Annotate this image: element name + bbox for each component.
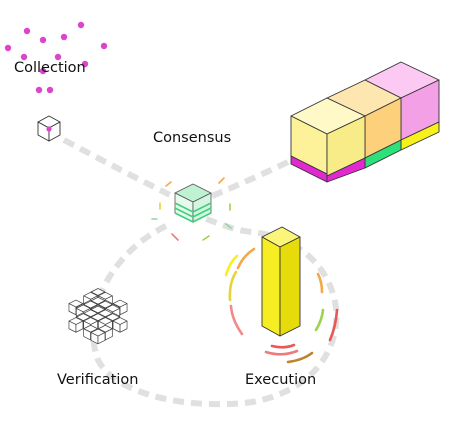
- collection-dot: [60, 33, 68, 41]
- execution-arc: [286, 351, 314, 364]
- collection-dot: [54, 53, 62, 61]
- consensus-spark: [225, 223, 232, 229]
- collection-dot: [77, 21, 85, 29]
- verification-cube: [90, 328, 106, 345]
- flow-path-consensus-chain: [210, 157, 294, 199]
- execution-arc: [328, 308, 339, 342]
- collection-cube-right: [48, 121, 61, 142]
- execution-arc: [224, 254, 239, 277]
- execution-arc: [270, 343, 296, 349]
- execution-arc: [264, 349, 299, 356]
- stage-label-verification: Verification: [57, 372, 139, 388]
- consensus-layer-1: [174, 202, 212, 213]
- block-chain-icon: [290, 61, 440, 183]
- collection-dot: [20, 53, 28, 61]
- stage-label-execution: Execution: [245, 372, 317, 388]
- collection-dot: [23, 27, 31, 35]
- execution-bar-left: [261, 236, 281, 337]
- collection-dot: [35, 86, 43, 94]
- collection-dot: [46, 86, 54, 94]
- execution-bar-right: [279, 236, 301, 337]
- stage-label-consensus: Consensus: [153, 130, 232, 146]
- execution-arc: [236, 247, 256, 270]
- consensus-layer-2: [174, 207, 212, 218]
- consensus-spark: [202, 235, 210, 241]
- verification-cube: [112, 317, 128, 333]
- collection-dots-icon: [4, 21, 108, 94]
- execution-arc: [228, 270, 238, 302]
- flow-path-collection-consensus: [62, 137, 174, 199]
- execution-arc: [314, 308, 325, 332]
- verification-grid-icon: [68, 288, 128, 345]
- consensus-cube-icon: [151, 177, 232, 241]
- collection-cube-icon: [37, 115, 61, 142]
- collection-dot: [81, 60, 89, 68]
- chain-block-orange: [326, 79, 402, 169]
- execution-arc: [316, 272, 324, 294]
- collection-dot: [39, 67, 47, 75]
- collection-dot: [4, 44, 12, 52]
- execution-bar-icon: [261, 226, 301, 337]
- collection-dot: [100, 42, 108, 50]
- collection-dot: [39, 36, 47, 44]
- execution-arc: [229, 304, 244, 336]
- consensus-spark: [171, 233, 179, 241]
- execution-arcs: [224, 247, 339, 364]
- stage-label-collection: Collection: [14, 60, 86, 76]
- collection-cube-core: [46, 126, 52, 132]
- consensus-spark: [218, 177, 225, 184]
- chain-block-yellow: [290, 97, 366, 183]
- consensus-layer-3: [174, 212, 212, 223]
- verification-cube: [68, 317, 84, 333]
- consensus-spark: [165, 181, 172, 187]
